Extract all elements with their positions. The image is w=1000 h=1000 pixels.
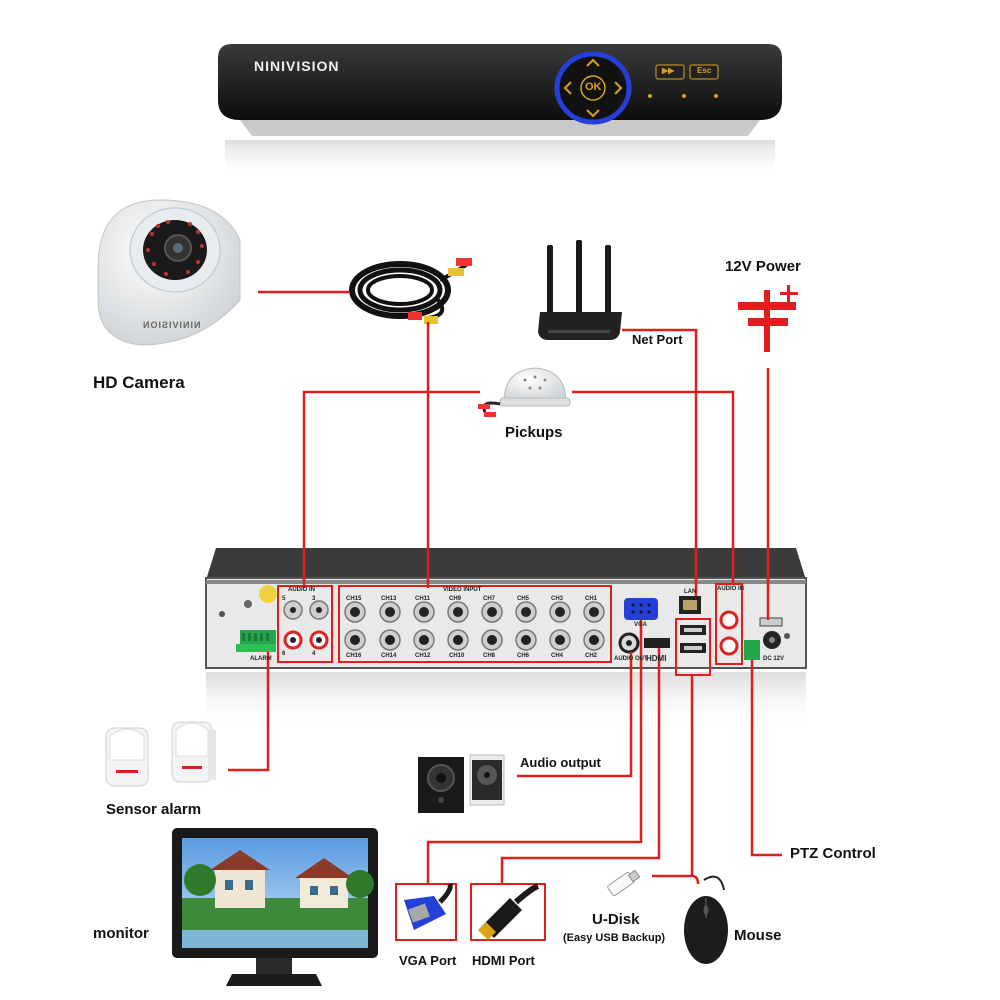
bnc-video-inputs	[344, 601, 605, 651]
connection-wires	[228, 290, 782, 885]
dvr-brand-text: NINIVISION	[254, 58, 340, 74]
router	[538, 240, 622, 340]
bnc-connector-center	[350, 607, 360, 617]
hdmi-cable	[470, 883, 546, 941]
channel-label: CH8	[483, 653, 496, 659]
lan-label: LAN	[684, 589, 697, 595]
audio-channel-number: 5	[282, 596, 286, 602]
vga-cable	[395, 883, 457, 941]
audio-in-jack-center	[316, 637, 322, 643]
audio-in-jack-center	[290, 607, 296, 613]
channel-label: CH6	[517, 653, 530, 659]
channel-label: CH16	[346, 653, 362, 659]
channel-label: CH2	[585, 653, 598, 659]
label-pickups: Pickups	[505, 424, 563, 441]
bnc-cable-coil	[349, 258, 472, 324]
bnc-connector-center	[385, 635, 395, 645]
channel-label: CH5	[517, 596, 530, 602]
channel-label: CH12	[415, 653, 431, 659]
bnc-connector-center	[453, 607, 463, 617]
vga-label: VGA	[634, 622, 648, 628]
power-symbol	[738, 285, 798, 352]
audio-channel-number: 6	[282, 651, 286, 657]
bnc-connector-center	[419, 635, 429, 645]
audio-in-jacks	[283, 600, 329, 650]
alarm-label: ALARM	[250, 656, 272, 662]
label-u-disk: U-Disk	[592, 911, 640, 928]
label-u-disk-sub: (Easy USB Backup)	[563, 932, 666, 944]
label-net-port: Net Port	[632, 332, 683, 347]
pickup-microphone	[478, 367, 571, 417]
audio-out-label: AUDIO OUT	[614, 656, 648, 662]
video-input-label: VIDEO INPUT	[443, 587, 482, 593]
audio-channel-number: 3	[312, 596, 316, 602]
bnc-connector-center	[555, 607, 565, 617]
bnc-connector-center	[487, 607, 497, 617]
label-monitor: monitor	[93, 925, 149, 942]
channel-label: CH14	[381, 653, 397, 659]
camera-brand-text: NINIVISION	[142, 320, 201, 330]
bnc-connector-center	[555, 635, 565, 645]
bnc-connector-center	[385, 607, 395, 617]
esc-button-label: Esc	[697, 66, 712, 75]
bnc-connector-center	[419, 607, 429, 617]
audio-in-left-label: AUDIO IN	[288, 587, 315, 593]
label-hd-camera: HD Camera	[93, 373, 185, 392]
bnc-connector-center	[589, 635, 599, 645]
pir-sensors	[105, 721, 216, 787]
speakers	[418, 754, 505, 813]
channel-label: CH4	[551, 653, 564, 659]
channel-label: CH10	[449, 653, 465, 659]
dvr-back-panel	[205, 548, 807, 732]
monitor	[172, 828, 378, 986]
channel-label: CH13	[381, 596, 397, 602]
audio-in-jack-center	[316, 607, 322, 613]
u-disk	[607, 869, 641, 897]
bnc-connector-center	[453, 635, 463, 645]
label-sensor-alarm: Sensor alarm	[106, 801, 202, 818]
label-audio-output: Audio output	[520, 755, 601, 770]
audio-channel-number: 4	[312, 651, 316, 657]
bnc-connector-center	[521, 635, 531, 645]
bnc-connector-center	[350, 635, 360, 645]
bnc-connector-center	[589, 607, 599, 617]
ff-button-label: ▶▶	[662, 66, 675, 75]
label-mouse: Mouse	[734, 927, 782, 944]
channel-label: CH11	[415, 596, 431, 602]
channel-label: CH15	[346, 596, 362, 602]
hd-camera	[97, 199, 241, 346]
dc-label: DC 12V	[763, 656, 785, 662]
bnc-connector-center	[521, 607, 531, 617]
label-hdmi-port: HDMI Port	[472, 953, 535, 968]
ok-button: OK	[585, 81, 602, 93]
hdmi-label: HDMI	[646, 654, 667, 663]
channel-label: CH1	[585, 596, 598, 602]
audio-in-jack-center	[290, 637, 296, 643]
channel-label: CH3	[551, 596, 564, 602]
label-12v-power: 12V Power	[725, 258, 801, 275]
dvr-front	[218, 44, 782, 180]
bnc-connector-center	[487, 635, 497, 645]
label-vga-port: VGA Port	[399, 953, 457, 968]
mouse	[684, 875, 728, 964]
label-ptz-control: PTZ Control	[790, 845, 876, 862]
channel-label: CH9	[449, 596, 462, 602]
audio-in-right-label: AUDIO IN	[717, 586, 744, 592]
channel-label: CH7	[483, 596, 496, 602]
